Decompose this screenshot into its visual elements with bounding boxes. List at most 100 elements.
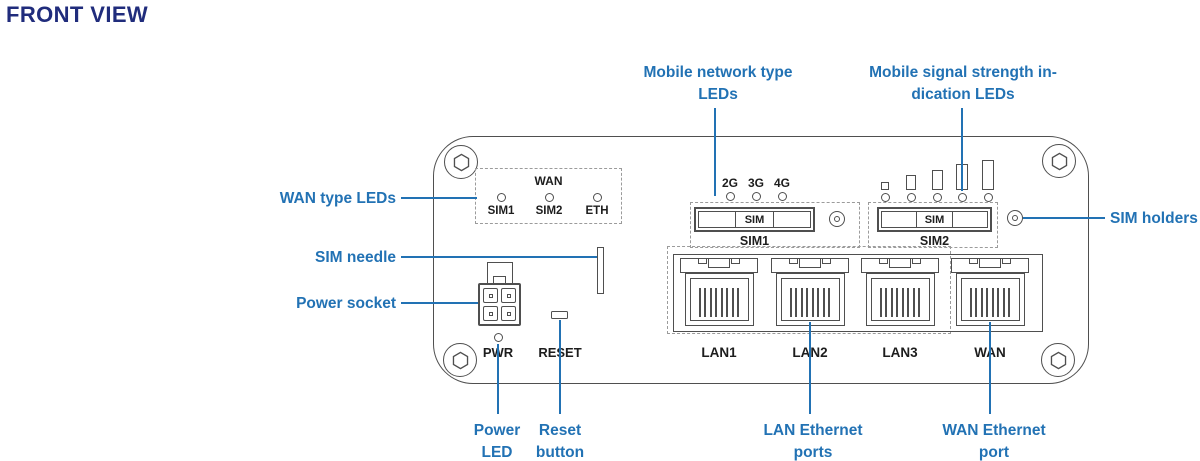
wan-led-sim2: SIM2 <box>526 193 572 217</box>
corner-screw-icon <box>1042 144 1076 178</box>
callout-reset-button: Reset button <box>535 422 585 461</box>
callout-wan-port: WAN Ethernet port <box>942 422 1046 461</box>
leader-line-power-socket <box>401 302 478 304</box>
signal-bar <box>930 157 944 204</box>
rj45-body-icon <box>684 273 754 326</box>
lan1-port <box>679 258 759 326</box>
leader-line-wan-port <box>989 322 991 414</box>
wan-led-label: ETH <box>585 205 609 217</box>
power-pin-icon <box>501 288 516 303</box>
led-circle-icon <box>932 193 942 202</box>
ethernet-ports-block <box>673 254 1043 332</box>
power-led-icon <box>494 333 503 342</box>
rj45-latch-icon <box>771 258 849 273</box>
led-circle-icon <box>544 193 554 202</box>
lan3-port-label: LAN3 <box>882 345 918 360</box>
wan-led-header: WAN <box>534 174 563 188</box>
led-circle-icon <box>777 192 787 201</box>
callout-lan-ports: LAN Ethernet ports <box>763 422 863 461</box>
rj45-latch-icon <box>680 258 758 273</box>
lan2-port <box>770 258 850 326</box>
reset-button <box>551 311 568 319</box>
wan-port <box>950 258 1030 326</box>
callout-network-type-leds: Mobile network type LEDs <box>643 64 793 103</box>
led-circle-icon <box>957 193 967 202</box>
signal-bar <box>878 157 892 204</box>
corner-screw-icon <box>443 343 477 377</box>
callout-wan-type-leds: WAN type LEDs <box>279 190 396 207</box>
sim2-slot: SIM <box>877 207 992 232</box>
sim-cell <box>953 212 987 227</box>
sim-cell <box>699 212 735 227</box>
lan3-port <box>860 258 940 326</box>
corner-screw-icon <box>444 145 478 179</box>
sim-cell-label: SIM <box>916 212 953 227</box>
rj45-pins <box>960 278 1020 321</box>
leader-line-lan-ports <box>809 322 811 414</box>
sim2-eject-hole-icon <box>1007 210 1023 226</box>
hex-bolt-icon <box>452 351 468 369</box>
wan-led-label: SIM2 <box>535 205 563 217</box>
hex-bolt-icon <box>1051 152 1067 170</box>
network-type-led-group: 2G 3G 4G <box>717 176 795 201</box>
sim-cell <box>882 212 916 227</box>
led-circle-icon <box>496 193 506 202</box>
leader-line-signal-strength <box>961 108 963 191</box>
led-circle-icon <box>906 193 916 202</box>
corner-screw-icon <box>1041 343 1075 377</box>
rj45-body-icon <box>775 273 845 326</box>
sim-slot-tray: SIM <box>881 211 988 228</box>
led-circle-icon <box>880 193 890 202</box>
power-pin-icon <box>483 288 498 303</box>
callout-power-led: Power LED <box>473 422 521 461</box>
net-led-label: 4G <box>773 176 790 190</box>
rj45-pins <box>689 278 749 321</box>
wan-led-label: SIM1 <box>487 205 515 217</box>
signal-bar <box>904 157 918 204</box>
rj45-latch-icon <box>861 258 939 273</box>
signal-bar-icon <box>881 182 889 190</box>
sim1-label: SIM1 <box>739 234 770 248</box>
net-led-4g: 4G <box>769 176 795 201</box>
sim-cell <box>774 212 810 227</box>
net-led-2g: 2G <box>717 176 743 201</box>
leader-line-wan-type <box>401 197 477 199</box>
hex-bolt-icon <box>1050 351 1066 369</box>
leader-line-network-type <box>714 108 716 196</box>
sim2-group: SIM SIM2 <box>868 202 998 248</box>
power-pin-icon <box>483 306 498 321</box>
leader-line-power-led <box>497 344 499 414</box>
led-circle-icon <box>592 193 602 202</box>
net-led-label: 2G <box>721 176 738 190</box>
power-socket <box>478 283 521 326</box>
signal-bar-icon <box>982 160 994 190</box>
callout-sim-holders: SIM holders <box>1110 210 1198 227</box>
signal-bar-icon <box>931 170 943 190</box>
rj45-pins <box>780 278 840 321</box>
rj45-latch-icon <box>951 258 1029 273</box>
sim1-slot: SIM <box>694 207 815 232</box>
signal-bar-icon <box>906 175 916 190</box>
net-led-3g: 3G <box>743 176 769 201</box>
page-title: FRONT VIEW <box>6 2 149 27</box>
rj45-body-icon <box>955 273 1025 326</box>
callout-sim-needle: SIM needle <box>315 249 396 266</box>
signal-strength-led-group <box>878 157 1000 204</box>
sim2-label: SIM2 <box>919 234 950 248</box>
wan-type-led-group: WAN SIM1 SIM2 ETH <box>475 168 622 224</box>
leader-line-reset <box>559 320 561 414</box>
wan-led-sim1: SIM1 <box>478 193 524 217</box>
signal-bar <box>981 157 995 204</box>
rj45-pins <box>870 278 930 321</box>
hex-bolt-icon <box>453 153 469 171</box>
lan1-port-label: LAN1 <box>701 345 737 360</box>
wan-led-eth: ETH <box>574 193 620 217</box>
callout-power-socket: Power socket <box>296 295 396 312</box>
leader-line-sim-holders <box>1023 217 1105 219</box>
led-circle-icon <box>725 192 735 201</box>
sim1-eject-hole-icon <box>829 211 845 227</box>
sim-needle-icon <box>597 247 604 294</box>
power-pin-icon <box>501 306 516 321</box>
sim1-group: SIM SIM1 <box>690 202 860 248</box>
